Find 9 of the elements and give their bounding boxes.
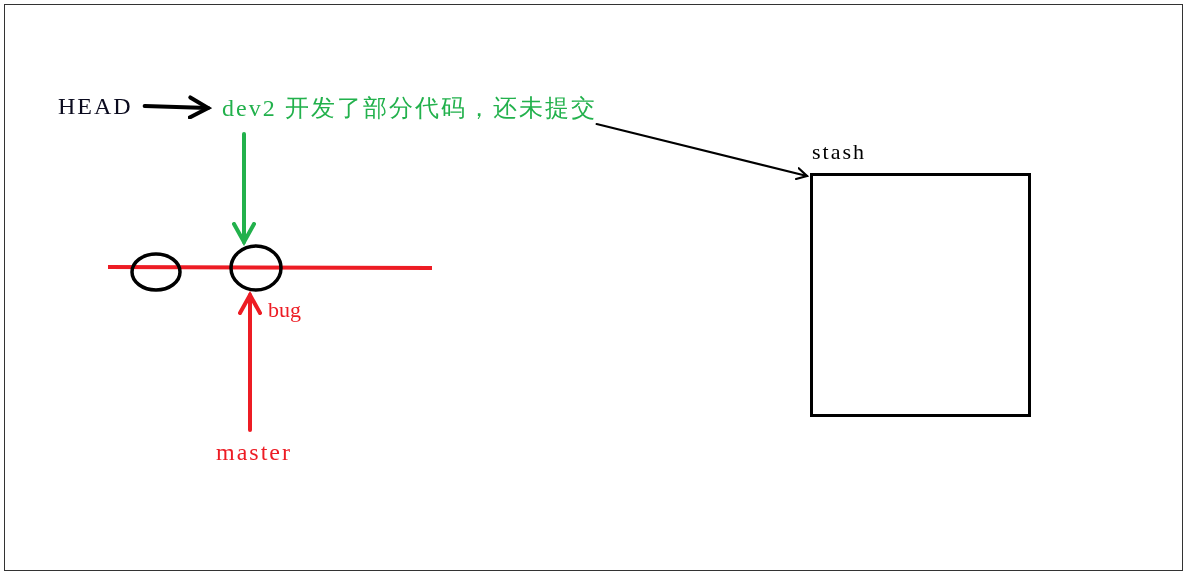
arrow	[238, 293, 262, 432]
arrow	[142, 95, 210, 120]
pointer-label: HEAD	[58, 92, 133, 120]
arrow	[232, 132, 256, 244]
branch-label: master	[216, 438, 292, 466]
box-heading: stash	[811, 138, 867, 166]
branch-label: dev2 开发了部分代码，还未提交	[222, 94, 597, 122]
arrow	[595, 122, 809, 181]
branch-label: bug	[268, 296, 301, 324]
